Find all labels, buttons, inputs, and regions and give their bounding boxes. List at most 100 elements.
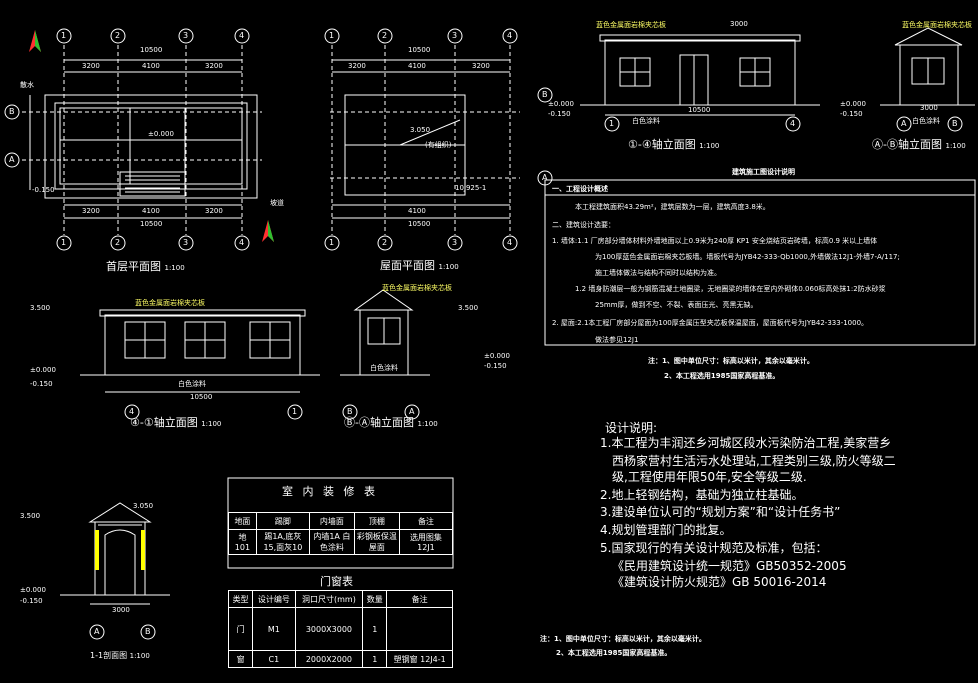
notes-text: 施工墙体做法与结构不同时以结构为准。 (595, 269, 721, 277)
arch-notes-frame (544, 179, 976, 346)
elevation-level: -0.150 (30, 380, 53, 388)
table-cell: 1 (362, 650, 388, 668)
roof-plan (330, 45, 520, 235)
elevation-level: -0.150 (20, 597, 43, 605)
axis-label: 4 (129, 407, 135, 416)
axis-label: 3 (452, 31, 458, 40)
elevation-4-1 (80, 309, 320, 393)
elevation-level: 3.500 (30, 304, 51, 312)
table-header: 类型 (227, 590, 254, 608)
notes-text: 25mm厚，做到不空、不裂、表面压光、亮黑无缺。 (595, 301, 758, 309)
table-cell: 门 (227, 607, 254, 651)
dimension-text: 4100 (142, 62, 160, 70)
dimension-text: 3200 (82, 207, 100, 215)
notes-text: 1. 墙体:1.1 厂房部分墙体材料外墙地面以上0.9米为240厚 KP1 安全… (552, 237, 878, 245)
design-notes-line: 4.规划管理部门的批复。 (600, 523, 732, 537)
design-notes-line: 《建筑设计防火规范》GB 50016-2014 (612, 575, 827, 589)
axis-label: 4 (239, 238, 245, 247)
axis-label: A (9, 155, 15, 164)
dimension-text: 4100 (408, 207, 426, 215)
axis-label: 1 (61, 238, 67, 247)
table-cell: 内墙1A 白色涂料 (308, 529, 355, 555)
roof-material-label: 蓝色金属面岩棉夹芯板 (596, 21, 666, 29)
axis-label: 2 (382, 31, 388, 40)
axis-label: B (542, 90, 548, 99)
dimension-text: 3200 (82, 62, 100, 70)
design-notes-line: 西杨家营村生活污水处理站,工程类别三级,防火等级二 (612, 454, 896, 468)
roof-material-label: 蓝色金属面岩棉夹芯板 (135, 299, 205, 307)
elevation-level: ±0.000 (30, 366, 56, 374)
elevation-level: 3.050 (133, 502, 154, 510)
notes-text: 为100厚蓝色金属面岩棉夹芯板墙。墙板代号为JYB42-333-Qb1000,外… (595, 253, 900, 261)
elevation-a-b (880, 27, 975, 106)
note-label: 10J925-1 (455, 184, 487, 192)
elevation-level: 3.500 (458, 304, 479, 312)
table-header: 踢脚 (255, 512, 310, 530)
table-header: 洞口尺寸(mm) (294, 590, 364, 608)
dimension-text: 10500 (688, 106, 711, 114)
elevation-level: -0.150 (840, 110, 863, 118)
door-table-title: 门窗表 (320, 575, 353, 588)
note-label: 坡道 (270, 199, 284, 207)
table-cell: 1 (362, 607, 388, 651)
axis-label: 1 (329, 31, 335, 40)
note-label: 散水 (20, 81, 34, 89)
table-header: 内墙面 (308, 512, 355, 530)
axis-label: B (9, 107, 15, 116)
dimension-text: 10500 (190, 393, 213, 401)
table-cell (386, 607, 453, 651)
axis-label: 4 (507, 31, 513, 40)
table-header: 顶棚 (353, 512, 400, 530)
roof-material-label: 蓝色金属面岩棉夹芯板 (902, 21, 972, 29)
axis-label: 2 (115, 238, 121, 247)
table-header: 设计编号 (252, 590, 296, 608)
wall-finish-label: 白色涂料 (912, 117, 940, 125)
axis-label: 1 (609, 119, 615, 128)
axis-label: B (145, 627, 151, 636)
dimension-text: 10500 (408, 220, 431, 228)
column-marker (95, 530, 99, 570)
dimension-text: 3000 (730, 20, 748, 28)
elevation-level: 3.500 (20, 512, 41, 520)
axis-label: 2 (115, 31, 121, 40)
elevation-b-a (340, 289, 430, 376)
table-cell: 塑钢窗 12J4-1 (386, 650, 453, 668)
dimension-text: 3200 (205, 62, 223, 70)
notes-title: 建筑施工图设计说明 (732, 168, 795, 176)
dimension-text: 10500 (140, 46, 163, 54)
design-notes-line: 3.建设单位认可的“规划方案”和“设计任务书” (600, 505, 841, 519)
elevation-level: ±0.000 (548, 100, 574, 108)
notes-text: 1.2 墙身防潮层一般为钢筋混凝土地圈梁，无地圈梁的墙体在室内外砌体0.060标… (575, 285, 886, 293)
design-notes-line: 1.本工程为丰润还乡河城区段水污染防治工程,美家营乡 (600, 436, 892, 450)
design-notes-line: 5.国家现行的有关设计规范及标准，包括： (600, 541, 828, 555)
dimension-text: 3000 (920, 104, 938, 112)
elevation-level: -0.150 (548, 110, 571, 118)
axis-label: B (347, 407, 353, 416)
elevation-1-4 (580, 34, 820, 116)
axis-label: A (409, 407, 415, 416)
elevation-level: ±0.000 (840, 100, 866, 108)
table-cell: M1 (252, 607, 296, 651)
finish-table: 地面 踢脚 内墙面 顶棚 备注 地101 踢1A,底灰15,面灰10 内墙1A … (228, 512, 454, 555)
dimension-text: 4100 (408, 62, 426, 70)
elevation-level: -0.150 (32, 186, 55, 194)
axis-label: A (94, 627, 100, 636)
table-header: 数量 (362, 590, 388, 608)
bottom-footnote: 2、本工程选用1985国家高程基准。 (556, 649, 672, 657)
door-table: 类型 设计编号 洞口尺寸(mm) 数量 备注 门 M1 3000X3000 1 … (227, 590, 453, 668)
view-title: 屋面平面图 1:100 (380, 259, 459, 272)
table-cell: C1 (252, 650, 296, 668)
elevation-level: ±0.000 (148, 130, 174, 138)
notes-footnote: 2、本工程选用1985国家高程基准。 (664, 372, 780, 380)
axis-label: 3 (183, 31, 189, 40)
view-title: Ⓑ-Ⓐ轴立面图 1:100 (344, 416, 438, 429)
dimension-text: 3000 (112, 606, 130, 614)
section-1-1 (60, 502, 170, 605)
first-floor-plan (22, 45, 262, 235)
axis-label: 3 (452, 238, 458, 247)
finish-table-frame (227, 477, 454, 569)
dimension-text: 3200 (205, 207, 223, 215)
dimension-text: 3200 (472, 62, 490, 70)
column-marker (141, 530, 145, 570)
